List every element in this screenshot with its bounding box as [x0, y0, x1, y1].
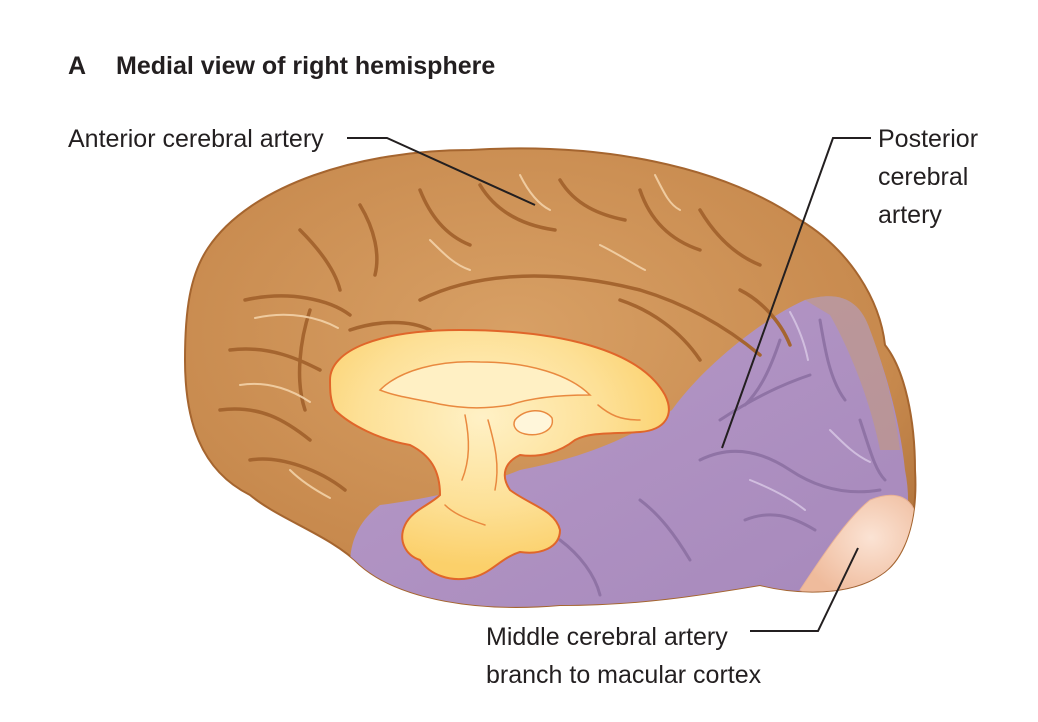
label-anterior-text: Anterior cerebral artery — [68, 125, 324, 153]
label-middle-cerebral-artery: Middle cerebral artery branch to macular… — [486, 618, 761, 694]
label-posterior-line-2: cerebral — [878, 163, 969, 191]
leader-lines — [347, 137, 871, 632]
leader-middle — [750, 547, 859, 632]
gyri-sulci — [218, 178, 792, 492]
figure-letter: A — [68, 52, 87, 80]
label-posterior-cerebral-artery: Posterior cerebral artery — [878, 120, 978, 234]
label-anterior-cerebral-artery: Anterior cerebral artery — [68, 120, 324, 158]
label-posterior-line-3: artery — [878, 201, 942, 229]
label-posterior-line-1: Posterior — [878, 125, 979, 153]
label-middle-line-2: branch to macular cortex — [486, 661, 762, 689]
leader-anterior — [347, 137, 536, 206]
label-middle-line-1: Middle cerebral artery — [486, 623, 728, 651]
leader-posterior — [721, 137, 871, 449]
figure-title: Medial view of right hemisphere — [116, 52, 496, 80]
